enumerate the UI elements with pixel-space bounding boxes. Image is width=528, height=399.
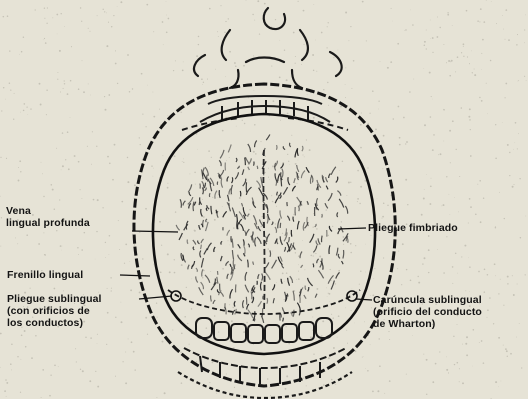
label-frenillo-lingual: Frenillo lingual: [7, 269, 83, 281]
lower-teeth: [184, 318, 346, 384]
nose-outline: [194, 8, 342, 88]
tongue-underside: [176, 135, 348, 323]
leader-vena-lingual: [132, 231, 178, 232]
label-vena-lingual-profunda: Vena lingual profunda: [6, 205, 90, 229]
leader-frenillo-lingual: [120, 275, 150, 276]
sublingual-fold: [168, 290, 360, 314]
leader-caruncula-sublingual: [356, 299, 372, 300]
leader-lines: [120, 228, 372, 300]
label-pliegue-sublingual: Pliegue sublingual (con orificios de los…: [7, 293, 102, 329]
label-pliegue-fimbriado: Pliegue fimbriado: [368, 222, 458, 234]
label-caruncula-sublingual: Carúncula sublingual (orificio del condu…: [373, 294, 482, 330]
